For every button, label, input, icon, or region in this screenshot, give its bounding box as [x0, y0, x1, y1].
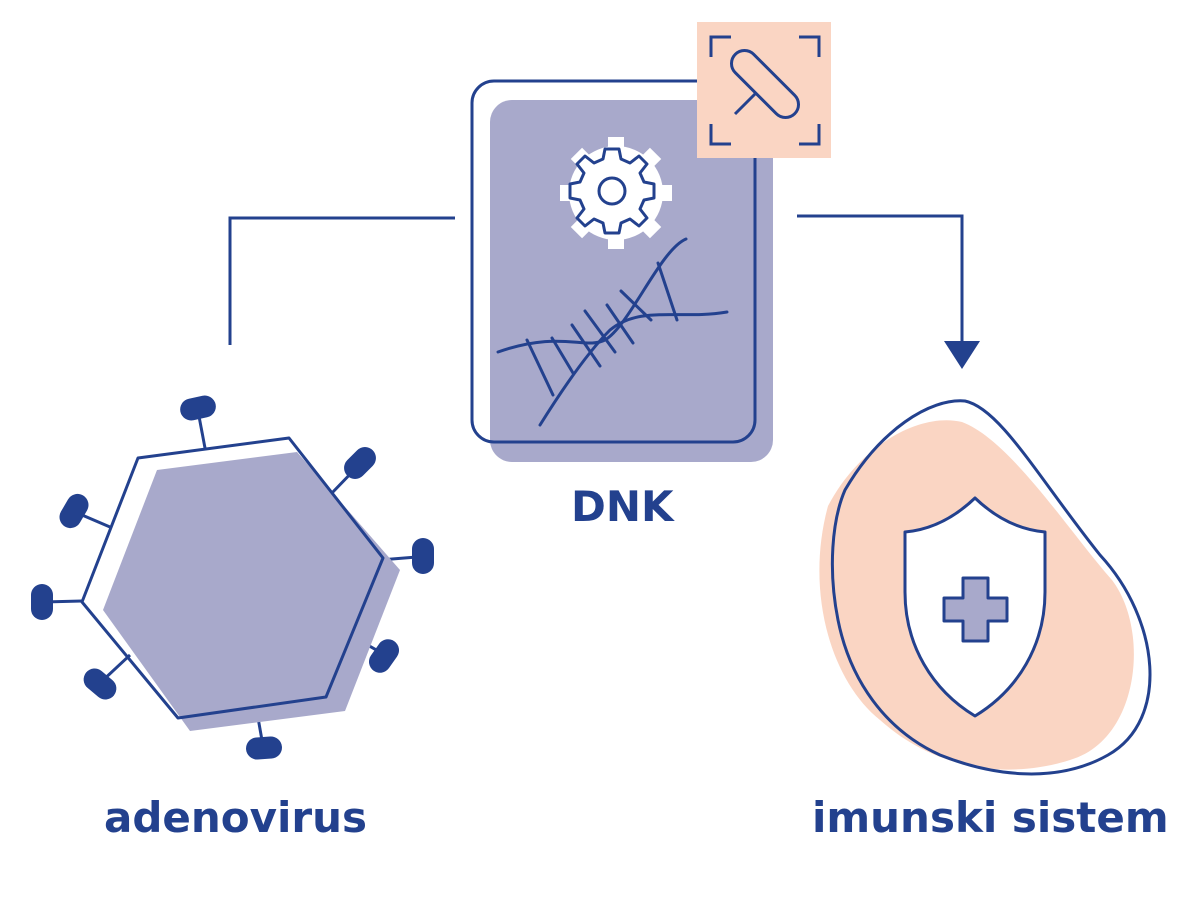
- connector-adenovirus-dnk: [228, 216, 455, 345]
- scan-capsule-icon: [697, 22, 831, 158]
- gear-icon: [560, 137, 672, 249]
- dna-helix-icon: [496, 237, 729, 427]
- adenovirus-icon: [31, 395, 434, 760]
- connector-dnk-immune: [797, 214, 964, 344]
- adenovirus-label: adenovirus: [104, 793, 368, 842]
- arrow-down-icon: [944, 341, 980, 369]
- immune-system-label: imunski sistem: [812, 793, 1169, 842]
- shield-cross-icon: [903, 496, 1047, 718]
- dnk-label: DNK: [571, 482, 674, 531]
